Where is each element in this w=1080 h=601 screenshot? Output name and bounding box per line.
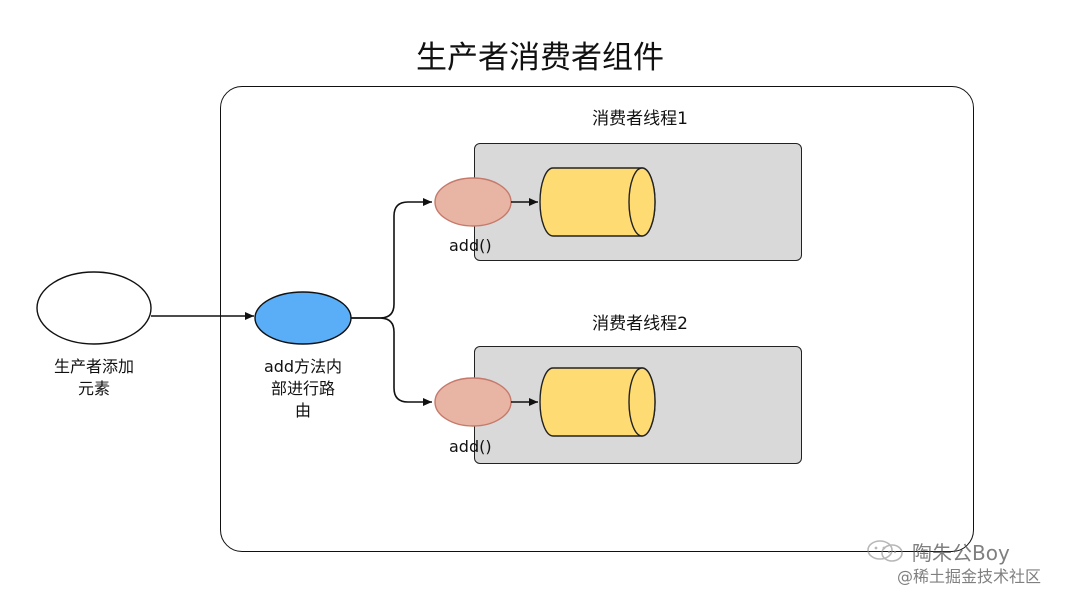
router-node xyxy=(254,291,352,345)
component-container xyxy=(220,86,974,552)
router-to-add2-arrow xyxy=(351,317,432,406)
router-to-add1-arrow xyxy=(351,198,432,319)
router-label-line3: 由 xyxy=(294,401,311,420)
add-node-2 xyxy=(434,377,512,427)
watermark-author: 陶朱公Boy xyxy=(912,541,1010,565)
producer-node xyxy=(36,271,152,345)
consumer-thread-1-label: 消费者线程1 xyxy=(592,109,688,129)
wechat-icon xyxy=(867,540,903,562)
producer-label-line2: 元素 xyxy=(77,379,110,398)
router-label: add方法内 部进行路 由 xyxy=(243,356,363,422)
queue-1 xyxy=(539,167,656,237)
router-label-line2: 部进行路 xyxy=(270,379,335,398)
add-method-label-1: add() xyxy=(449,236,492,255)
producer-label: 生产者添加 元素 xyxy=(24,356,164,400)
consumer-thread-2-label: 消费者线程2 xyxy=(592,314,688,334)
watermark-site: @稀土掘金技术社区 xyxy=(897,567,1042,586)
add-method-label-2: add() xyxy=(449,437,492,456)
producer-label-line1: 生产者添加 xyxy=(53,357,134,376)
router-label-line1: add方法内 xyxy=(263,357,343,376)
queue-2 xyxy=(539,367,656,437)
add-node-1 xyxy=(434,177,512,227)
diagram-title: 生产者消费者组件 xyxy=(416,40,664,76)
